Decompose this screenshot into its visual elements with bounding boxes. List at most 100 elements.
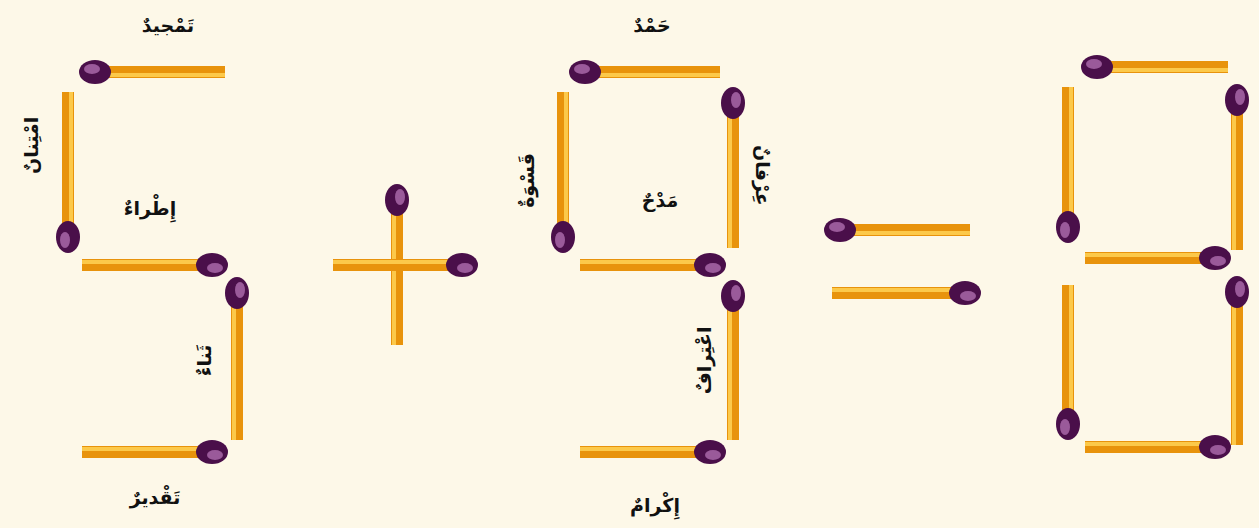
match-label: إِكْرامٌ	[630, 494, 680, 517]
match-head-shine	[705, 263, 721, 273]
match-head-shine	[84, 64, 100, 74]
match-shine	[580, 260, 710, 264]
match-stick	[1097, 61, 1228, 73]
match-label: امْتِنانٌ	[21, 116, 44, 173]
match-head-shine	[960, 291, 976, 301]
match-stick	[580, 446, 710, 458]
match-stick	[333, 259, 462, 271]
match-stick	[231, 293, 243, 440]
match-stick	[1062, 87, 1074, 227]
match-shine	[580, 447, 710, 451]
match-label: تَقْديرٌ	[130, 486, 181, 509]
match-head-shine	[574, 64, 590, 74]
match-stick	[391, 200, 403, 345]
match-shine	[95, 73, 225, 77]
match-head	[79, 60, 111, 84]
match-shine	[82, 260, 212, 264]
match-shine	[82, 447, 212, 451]
match-shine	[232, 293, 236, 440]
match-shine	[1232, 100, 1236, 250]
match-head-shine	[829, 222, 845, 232]
match-head	[949, 281, 981, 305]
match-head-shine	[235, 282, 245, 298]
match-head	[446, 253, 478, 277]
match-label: عِرْفانٌ	[751, 145, 774, 206]
match-stick	[580, 259, 710, 271]
match-stick	[1231, 100, 1243, 250]
match-head	[721, 87, 745, 119]
match-head	[824, 218, 856, 242]
match-shine	[333, 260, 462, 264]
match-shine	[564, 92, 568, 237]
match-head-shine	[731, 285, 741, 301]
match-head-shine	[1210, 445, 1226, 455]
match-shine	[392, 200, 396, 345]
match-stick	[1231, 292, 1243, 445]
match-shine	[1232, 292, 1236, 445]
match-label: حَمْدٌ	[633, 14, 670, 37]
match-stick	[1062, 285, 1074, 424]
match-stick	[82, 259, 212, 271]
match-head	[551, 221, 575, 253]
match-stick	[585, 66, 720, 78]
match-stick	[557, 92, 569, 237]
match-shine	[1069, 87, 1073, 227]
match-head-shine	[1060, 419, 1070, 435]
match-head-shine	[1235, 89, 1245, 105]
match-shine	[840, 231, 970, 235]
match-head	[1056, 211, 1080, 243]
match-shine	[69, 92, 73, 237]
match-stick	[1085, 252, 1215, 264]
match-shine	[585, 73, 720, 77]
match-head-shine	[705, 450, 721, 460]
match-stick	[62, 92, 74, 237]
match-head-shine	[1060, 222, 1070, 238]
match-head	[1225, 276, 1249, 308]
match-head-shine	[1086, 59, 1102, 69]
match-head-shine	[1210, 256, 1226, 266]
match-stick	[95, 66, 225, 78]
match-head-shine	[1235, 281, 1245, 297]
match-head	[1056, 408, 1080, 440]
match-head	[694, 253, 726, 277]
match-head	[56, 221, 80, 253]
match-shine	[1097, 68, 1228, 72]
match-head	[569, 60, 601, 84]
match-label: مَدْحٌ	[642, 189, 678, 212]
match-label: اعْتِرافٌ	[694, 326, 717, 394]
match-shine	[1085, 442, 1215, 446]
match-head-shine	[207, 450, 223, 460]
match-shine	[728, 103, 732, 248]
match-stick	[832, 287, 965, 299]
match-shine	[1069, 285, 1073, 424]
match-head	[225, 277, 249, 309]
match-head-shine	[731, 92, 741, 108]
match-head	[694, 440, 726, 464]
match-label: إِطْراءٌ	[124, 197, 176, 220]
match-head	[1225, 84, 1249, 116]
match-head	[1199, 246, 1231, 270]
match-label: تَمْجيدٌ	[142, 14, 194, 37]
match-head-shine	[60, 232, 70, 248]
match-stick	[82, 446, 212, 458]
match-stick	[727, 296, 739, 440]
match-label: ثَناءٌ	[194, 344, 217, 376]
match-stick	[727, 103, 739, 248]
match-head	[721, 280, 745, 312]
match-stick	[1085, 441, 1215, 453]
match-head-shine	[395, 189, 405, 205]
match-head-shine	[457, 263, 473, 273]
match-head	[196, 440, 228, 464]
match-head-shine	[555, 232, 565, 248]
match-shine	[1085, 253, 1215, 257]
match-shine	[728, 296, 732, 440]
match-label: قَسْوَةٌ	[516, 153, 539, 208]
match-head	[1199, 435, 1231, 459]
match-head	[196, 253, 228, 277]
match-stick	[840, 224, 970, 236]
match-head-shine	[207, 263, 223, 273]
match-head	[385, 184, 409, 216]
match-head	[1081, 55, 1113, 79]
match-shine	[832, 288, 965, 292]
